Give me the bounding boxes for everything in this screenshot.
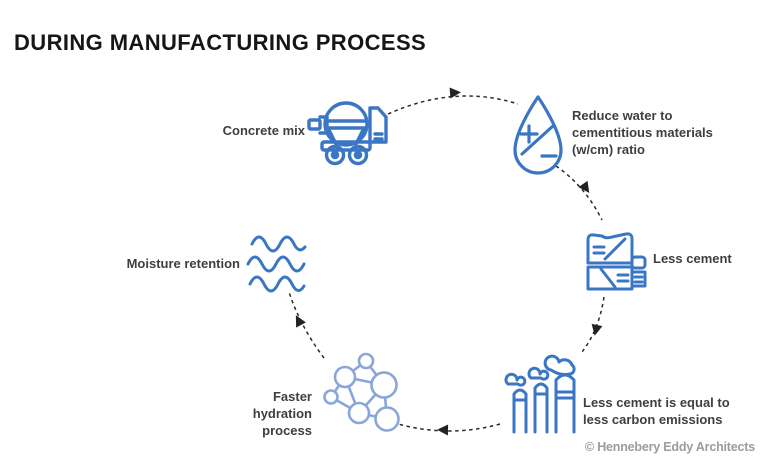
water-drop-plus-minus-icon	[506, 92, 570, 182]
arc-cement-to-carbon	[581, 296, 605, 353]
arc-concrete-to-water	[387, 95, 519, 115]
arrowhead-icon	[591, 323, 603, 336]
factory-emissions-icon	[504, 352, 580, 434]
arrowhead-icon	[295, 315, 306, 328]
arrowhead-icon	[449, 87, 461, 99]
arrowhead-icon	[578, 180, 590, 194]
label-concrete-mix: Concrete mix	[222, 123, 305, 138]
credit-text: © Hennebery Eddy Architects	[584, 440, 755, 454]
hydration-molecule-icon	[322, 351, 402, 433]
arc-hydration-to-moisture	[288, 291, 325, 359]
arrowhead-icon	[437, 424, 449, 436]
concrete-mixer-icon	[306, 96, 392, 166]
water-waves-icon	[246, 231, 312, 297]
page-title: DURING MANUFACTURING PROCESS	[14, 30, 427, 55]
label-moisture-retention: Moisture retention	[126, 256, 240, 271]
cement-bag-icon	[577, 227, 647, 293]
label-less-carbon: Less cement is equal to less carbon emis…	[583, 395, 730, 428]
arc-carbon-to-hydration	[397, 423, 501, 432]
label-less-cement: Less cement	[653, 251, 732, 266]
label-faster-hydration: Faster hydration process	[252, 389, 312, 439]
label-reduce-water: Reduce water to cementitious materials (…	[572, 108, 713, 158]
